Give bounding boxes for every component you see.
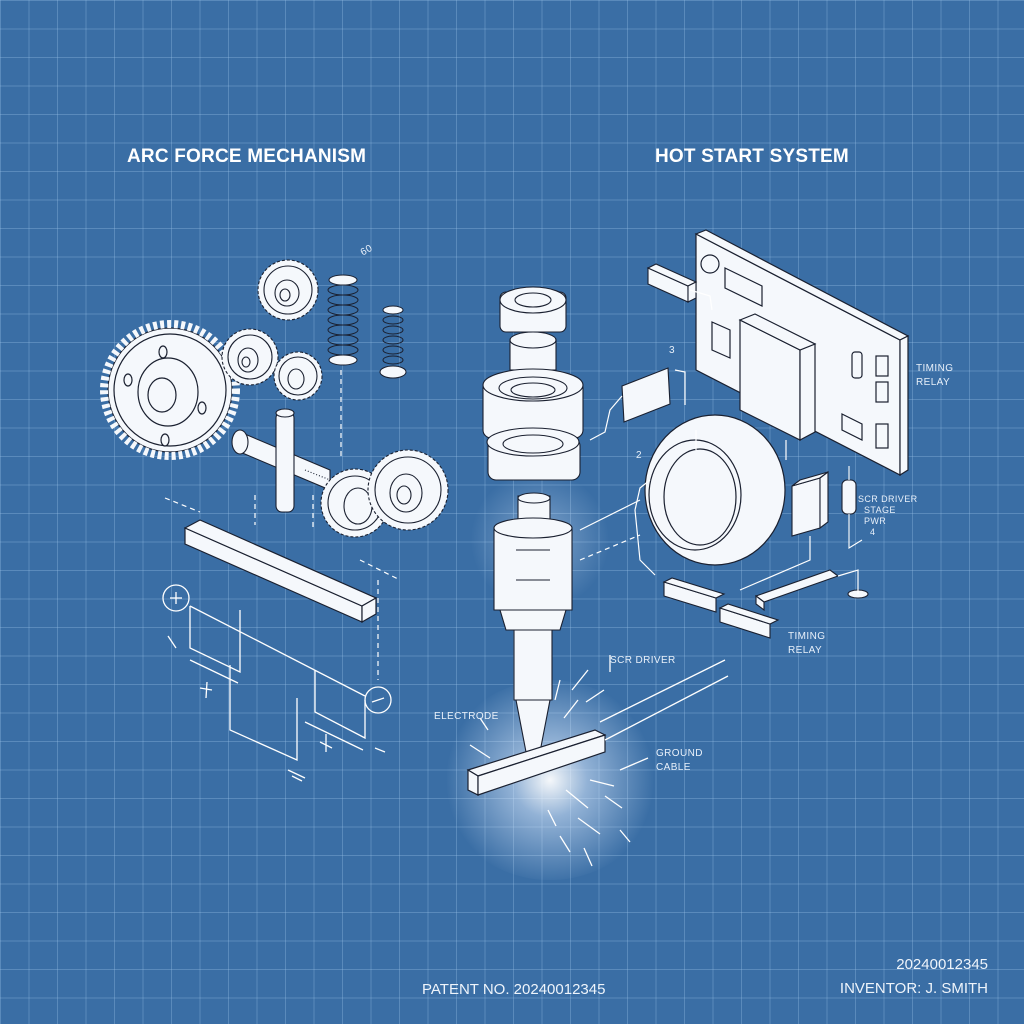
callout-3: 3 xyxy=(669,345,675,356)
top-gear-icon xyxy=(499,286,567,371)
large-gear-teeth-icon xyxy=(100,320,240,460)
patent-number: PATENT NO. 20240012345 xyxy=(422,981,606,998)
circuit-schematic xyxy=(162,584,392,782)
large-gear-icon xyxy=(107,327,233,453)
guide-lines xyxy=(164,370,401,680)
drive-gear-icon xyxy=(320,449,449,538)
arc-sparks xyxy=(469,669,631,867)
scr-driver-label: SCR DRIVER xyxy=(610,655,676,666)
small-spring-icon xyxy=(379,305,407,379)
scr-driver-stage-label: SCR DRIVER STAGE PWR 4 xyxy=(858,494,918,537)
torch-body-icon xyxy=(493,492,573,753)
arc-force-title: ARC FORCE MECHANISM xyxy=(127,146,367,167)
middle-gear-icon xyxy=(482,368,584,439)
callout-2: 2 xyxy=(636,450,642,461)
inventor-name: INVENTOR: J. SMITH xyxy=(839,980,988,997)
capacitor-box-icon xyxy=(791,470,829,537)
rail-channel-icon xyxy=(183,519,378,624)
relay-block-icon xyxy=(646,263,698,303)
display-card-icon xyxy=(621,367,671,423)
ground-cable-label: GROUND CABLE xyxy=(656,748,703,773)
compression-spring-icon xyxy=(327,274,359,366)
lower-gear-icon xyxy=(486,427,581,481)
circuit-board-icon xyxy=(694,229,910,477)
small-gear-icon xyxy=(221,259,323,401)
toroid-coil-icon xyxy=(644,414,786,566)
timing-relay-label-top: TIMING RELAY xyxy=(916,363,954,388)
workpiece-bar-icon xyxy=(466,729,607,796)
t-shaft-icon xyxy=(231,408,331,513)
electrode-label: ELECTRODE xyxy=(434,711,499,722)
timing-relay-label-bottom: TIMING RELAY xyxy=(788,631,826,656)
dashed-connector-lines xyxy=(579,534,641,561)
timer-block-icon xyxy=(662,569,869,639)
cable-lines xyxy=(599,655,729,771)
hot-start-title: HOT START SYSTEM xyxy=(655,146,849,167)
document-number: 20240012345 xyxy=(896,956,988,973)
connector-lines xyxy=(579,289,859,594)
resistor-icon xyxy=(841,466,863,549)
